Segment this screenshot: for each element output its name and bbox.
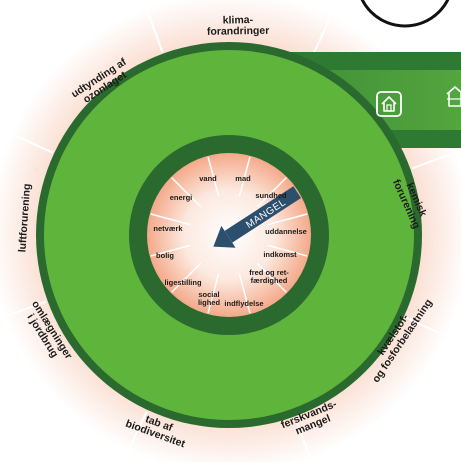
- inner-divider-5: [238, 273, 251, 314]
- inner-divider-2: [267, 213, 308, 226]
- inner-label-10: netværk: [153, 224, 183, 233]
- outer-divider-7: [122, 411, 148, 462]
- inner-divider-11: [207, 156, 220, 197]
- inner-divider-0: [238, 156, 251, 197]
- inner-label-10-line-0: netværk: [153, 224, 183, 233]
- inner-divider-lines: [150, 156, 308, 314]
- inner-label-6-line-0: indflydelse: [224, 299, 263, 308]
- inner-label-3-line-0: uddannelse: [265, 227, 307, 236]
- inner-label-7-line-1: lighed: [198, 298, 221, 307]
- inner-label-0: vand: [199, 174, 217, 183]
- outer-divider-0: [0, 300, 47, 320]
- outer-divider-6: [294, 417, 313, 462]
- inner-label-9: bolig: [156, 251, 174, 260]
- outer-divider-2: [142, 0, 164, 53]
- inner-label-1-line-0: mad: [235, 174, 251, 183]
- inner-divider-8: [150, 244, 191, 257]
- corner-circle: [360, 0, 450, 28]
- inner-label-6: indflydelse: [224, 299, 263, 308]
- inner-label-1: mad: [235, 174, 251, 183]
- outer-divider-3: [310, 0, 340, 59]
- inner-labels: vand mad sundhed uddannelse indkomst fred og …: [153, 174, 306, 308]
- inner-divider-4: [256, 262, 287, 293]
- inner-label-11: energi: [170, 193, 193, 202]
- building-icon: [446, 86, 461, 107]
- outer-divider-1: [0, 127, 53, 154]
- outer-divider-4: [411, 149, 461, 170]
- inner-label-5-line-1: færdighed: [251, 276, 288, 285]
- inner-divider-1: [256, 177, 287, 208]
- inner-label-2-line-0: sundhed: [255, 191, 287, 200]
- inner-label-4-line-0: indkomst: [263, 250, 297, 259]
- inner-label-4: indkomst: [263, 250, 297, 259]
- outer-label-0: klima-forandringer: [207, 14, 270, 38]
- inner-divider-9: [150, 213, 191, 226]
- inner-label-5: fred og ret-færdighed: [249, 268, 289, 285]
- inner-label-8-line-0: ligestilling: [164, 278, 202, 287]
- inner-label-9-line-0: bolig: [156, 251, 174, 260]
- outer-label-6-line-0: luftforurening: [16, 183, 33, 252]
- inner-label-7-line-0: social: [198, 290, 219, 299]
- inner-divider-7: [171, 262, 202, 293]
- inner-label-8: ligestilling: [164, 278, 202, 287]
- inner-divider-10: [171, 177, 202, 208]
- outer-label-6: luftforurening: [16, 183, 33, 252]
- inner-label-5-line-0: fred og ret-: [249, 268, 289, 277]
- house-icon: [376, 91, 402, 117]
- outer-label-0-line-1: forandringer: [207, 25, 270, 38]
- outer-label-0-line-0: klima-: [223, 14, 254, 27]
- inner-label-3: uddannelse: [265, 227, 307, 236]
- inner-divider-6: [207, 273, 220, 314]
- inner-divider-3: [267, 244, 308, 257]
- inner-label-2: sundhed: [255, 191, 287, 200]
- inner-label-11-line-0: energi: [170, 193, 193, 202]
- outer-divider-5: [405, 316, 461, 345]
- inner-label-0-line-0: vand: [199, 174, 217, 183]
